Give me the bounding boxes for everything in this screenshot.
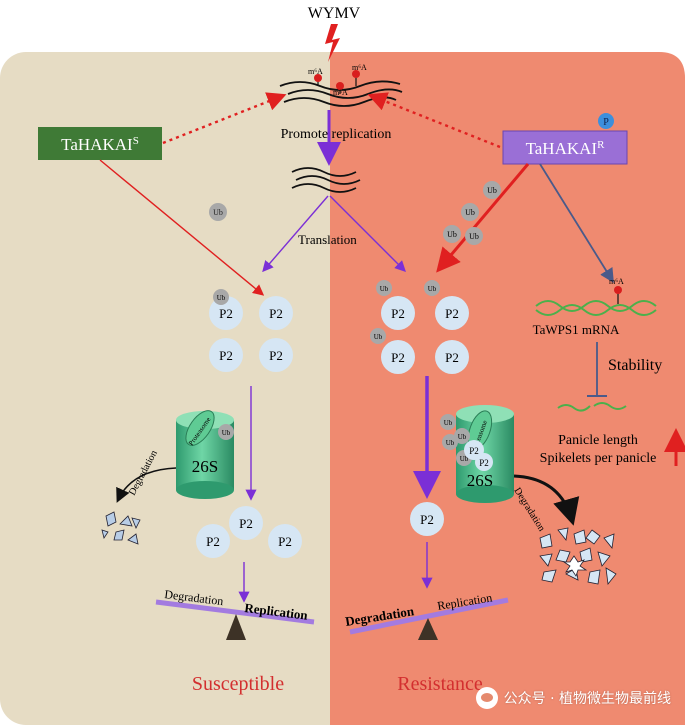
tahakai-s-box: TaHAKAIS — [38, 127, 162, 160]
dotted-arrow-right — [367, 92, 501, 149]
tahakai-r-name: TaHAKAI — [526, 139, 598, 158]
svg-text:P2: P2 — [269, 306, 283, 321]
svg-text:Ub: Ub — [487, 186, 497, 195]
degraded-fragments-left — [101, 511, 141, 545]
wechat-icon — [475, 687, 498, 709]
svg-text:Ub: Ub — [446, 439, 455, 447]
susceptible-label: Susceptible — [192, 673, 284, 695]
resistance-label: Resistance — [397, 673, 483, 695]
26s-label: 26S — [467, 471, 493, 490]
translation-arrow-left — [262, 195, 329, 273]
ubiquitination-arrow-left — [99, 159, 265, 296]
svg-text:P2: P2 — [445, 350, 459, 365]
p2-cluster-right: Ub Ub Ub P2 P2 P2 P2 — [370, 280, 469, 374]
balance-left: Degradation Replication — [155, 587, 315, 640]
ub-bubble: Ub — [209, 203, 227, 221]
proteasome-left: Proteasome Ub 26S — [176, 410, 234, 499]
svg-text:P2: P2 — [219, 348, 233, 363]
svg-text:P2: P2 — [239, 516, 253, 531]
svg-text:Ub: Ub — [458, 433, 467, 441]
svg-text:P2: P2 — [269, 348, 283, 363]
virus-label: WYMV — [308, 5, 361, 22]
m6a-label: m⁶A — [352, 63, 367, 72]
svg-text:Ub: Ub — [447, 230, 457, 239]
degradation-arrow-right — [513, 474, 580, 526]
svg-text:TaHAKAIR: TaHAKAIR — [526, 139, 606, 158]
translation-label: Translation — [298, 232, 357, 247]
svg-text:P2: P2 — [278, 534, 292, 549]
phosphate-icon — [598, 113, 614, 129]
m6a-label: m⁶A — [308, 67, 323, 76]
svg-text:P2: P2 — [219, 306, 233, 321]
svg-text:P2: P2 — [391, 306, 405, 321]
virus-lightning-icon — [325, 24, 340, 62]
svg-text:P2: P2 — [479, 458, 489, 468]
promote-replication-label: Promote replication — [281, 127, 392, 142]
tawps1-mrna-icon — [535, 300, 657, 316]
degradation-arrow-left — [116, 467, 177, 503]
proteasome-right: Proteasome Ub Ub Ub Ub P2 P2 26S — [440, 405, 514, 503]
svg-text:P2: P2 — [420, 512, 434, 527]
tahakai-s-superscript: S — [133, 135, 139, 147]
tawps1-mrna-label: TaWPS1 mRNA — [533, 322, 620, 337]
phosphate-label: P — [603, 117, 609, 128]
svg-text:Ub: Ub — [444, 419, 453, 427]
m6a-label: m⁶A — [333, 88, 348, 97]
panicle-length-label: Panicle length — [558, 433, 638, 448]
svg-text:TaHAKAIS: TaHAKAIS — [61, 135, 139, 154]
svg-text:P2: P2 — [469, 446, 479, 456]
m6a-dot-wps1 — [614, 286, 622, 294]
watermark-text: 公众号 · 植物微生物最前线 — [503, 691, 671, 707]
svg-text:P2: P2 — [391, 350, 405, 365]
svg-text:Ub: Ub — [469, 232, 479, 241]
svg-text:Ub: Ub — [428, 285, 437, 293]
ubiquitination-arrow-right — [436, 163, 530, 273]
tahakai-r-box: TaHAKAIR P — [502, 113, 628, 165]
tahakai-r-superscript: R — [597, 139, 605, 151]
svg-text:Ub: Ub — [465, 208, 475, 217]
translation-arrow-right — [329, 195, 406, 272]
watermark: 公众号 · 植物微生物最前线 — [475, 687, 671, 709]
m6a-marks: m⁶A m⁶A m⁶A — [308, 63, 367, 97]
degraded-mrna-icon — [557, 402, 627, 412]
dotted-arrow-left — [162, 92, 287, 145]
svg-text:Ub: Ub — [213, 208, 223, 217]
replicated-rna-icon — [291, 167, 361, 193]
svg-text:Ub: Ub — [374, 333, 383, 341]
p2-single-right: P2 — [410, 502, 444, 536]
p2-trio-left: P2 P2 P2 — [196, 506, 302, 558]
26s-label: 26S — [192, 457, 218, 476]
svg-text:P2: P2 — [445, 306, 459, 321]
spikelets-label: Spikelets per panicle — [540, 451, 657, 466]
background — [0, 52, 685, 725]
ub-bubbles-right: Ub Ub Ub Ub — [443, 181, 501, 245]
svg-text:Ub: Ub — [380, 285, 389, 293]
stability-label: Stability — [608, 357, 662, 374]
m6a-label: m⁶A — [609, 277, 624, 286]
svg-text:Ub: Ub — [460, 455, 469, 463]
regulation-arrow-wps1 — [539, 163, 614, 284]
tahakai-s-name: TaHAKAI — [61, 135, 133, 154]
p2-cluster-left: Ub P2 P2 P2 P2 — [209, 289, 293, 372]
svg-text:Ub: Ub — [217, 294, 226, 302]
svg-text:P2: P2 — [206, 534, 220, 549]
svg-text:Ub: Ub — [222, 429, 231, 437]
degraded-fragments-right — [539, 527, 617, 585]
